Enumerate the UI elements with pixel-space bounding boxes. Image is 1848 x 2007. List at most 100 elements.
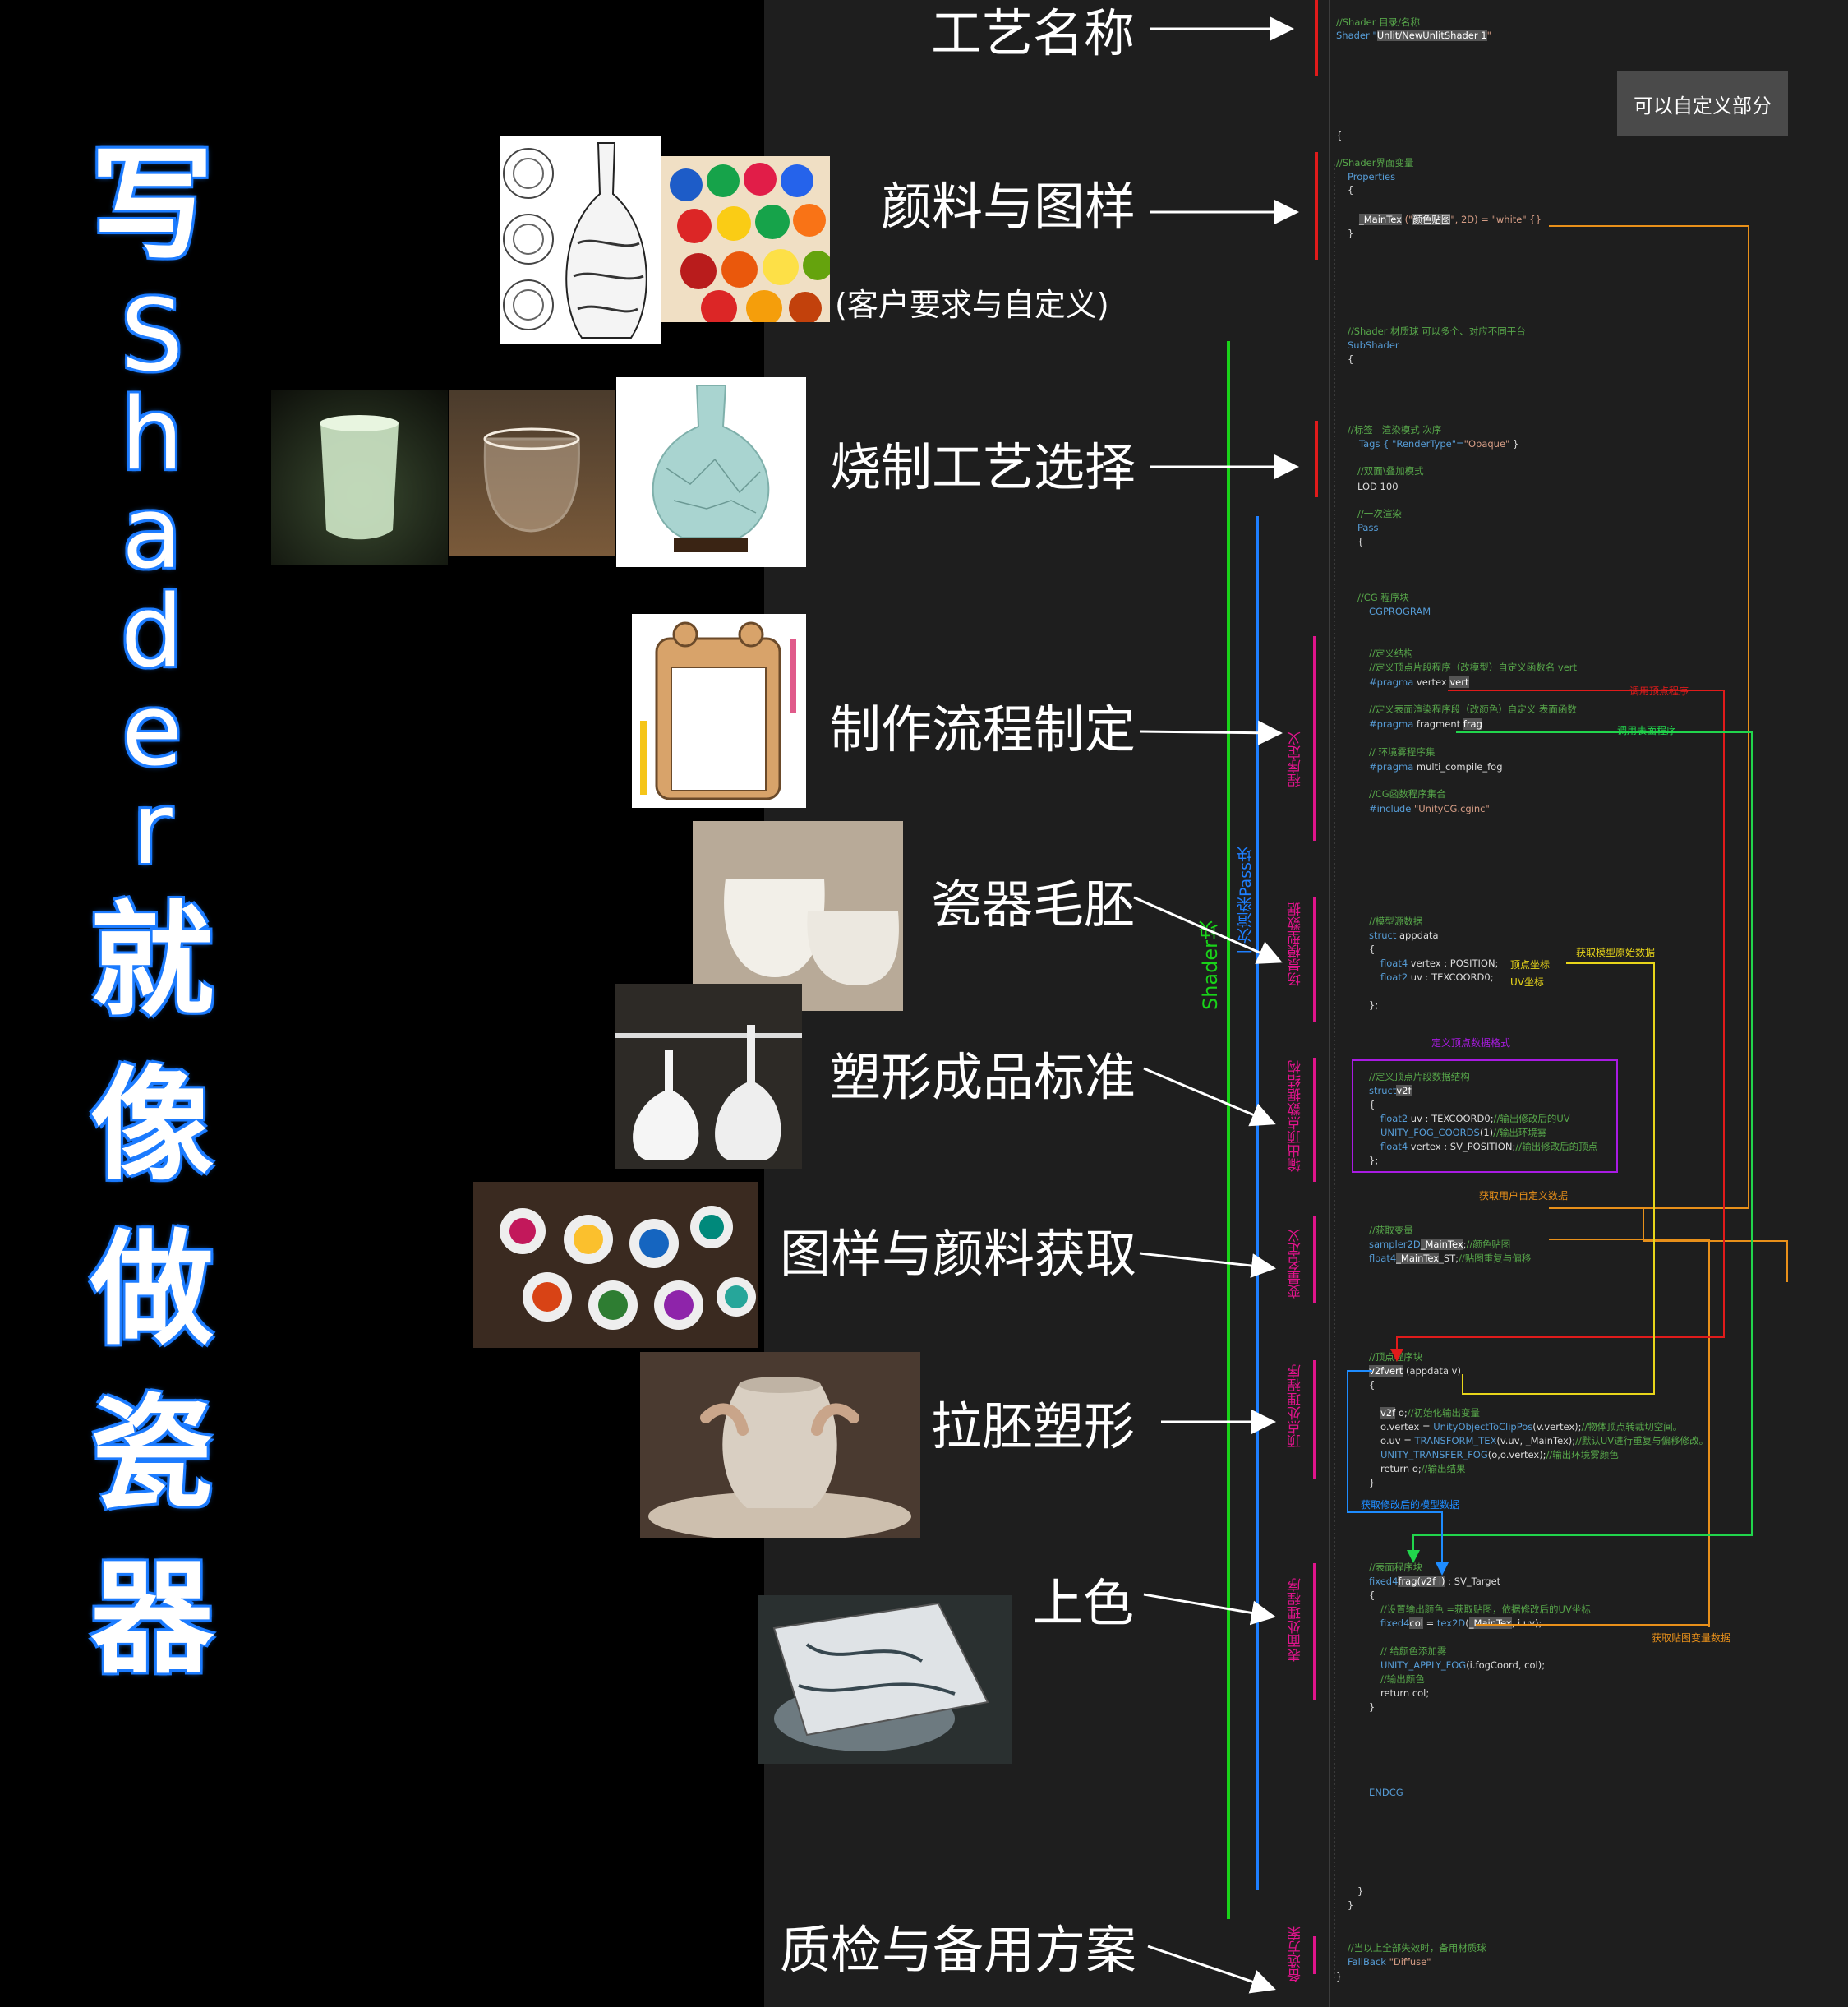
code-token: (i.fogCoord, col); — [1466, 1659, 1546, 1671]
orange-connector — [1549, 1239, 1710, 1627]
code-token: , i.uv); — [1511, 1617, 1542, 1629]
code-line: //Shader 材质球 可以多个、对应不同平台 — [1348, 325, 1526, 337]
step-label: 拉胚塑形 — [931, 1396, 1136, 1456]
code-token: //颜色贴图 — [1466, 1239, 1511, 1250]
title-char: S — [120, 279, 184, 394]
arrow — [1143, 1593, 1276, 1626]
code-token: fixed4 — [1369, 1576, 1399, 1587]
code-token: UnityObjectToClipPos — [1433, 1421, 1533, 1433]
code-line: } — [1348, 228, 1354, 239]
code-token: = — [1422, 1617, 1437, 1629]
code-line: } — [1369, 1477, 1376, 1488]
title-char: 做 — [90, 1219, 214, 1362]
code-line: FallBack "Diffuse" — [1348, 1956, 1431, 1968]
code-token: Tags { "RenderType"= — [1359, 438, 1464, 450]
code-line: { — [1348, 353, 1354, 365]
code-token: _MainTex — [1359, 214, 1402, 225]
code-token: vert — [1384, 1365, 1403, 1377]
step-label: 烧制工艺选择 — [830, 437, 1136, 497]
code-line: Shader "Unlit/NewUnlitShader 1" — [1336, 30, 1491, 41]
code-token: tex2D — [1436, 1617, 1466, 1629]
code-token: } — [1509, 438, 1519, 450]
title-char: 瓷 — [90, 1383, 214, 1526]
code-line: { — [1369, 1379, 1376, 1391]
title-char: d — [120, 575, 184, 690]
code-token: (1) — [1479, 1127, 1494, 1138]
code-line: //定义表面渲染程序段（改颜色）自定义 表面函数 — [1369, 704, 1577, 715]
code-line: #include "UnityCG.cginc" — [1369, 803, 1490, 814]
annotation: 顶点坐标 — [1510, 959, 1551, 971]
code-line: //获取变量 — [1369, 1225, 1413, 1236]
code-line: return o;//输出结果 — [1380, 1463, 1466, 1474]
code-line: //CG函数程序集合 — [1369, 788, 1446, 800]
code-token: float4 — [1380, 1141, 1408, 1152]
code-line: struct appdata — [1369, 930, 1439, 941]
code-line: o.uv = TRANSFORM_TEX(v.uv, _MainTex);//默… — [1380, 1435, 1708, 1446]
code-line: #pragma vertex vert — [1369, 676, 1469, 688]
title-char: 像 — [90, 1054, 214, 1197]
customizable-note: 可以自定义部分 — [1617, 71, 1788, 136]
code-token: v2f — [1369, 1365, 1385, 1377]
white-vases-icon — [615, 984, 802, 1169]
code-token: v2f — [1380, 1407, 1396, 1419]
code-token: float2 — [1380, 1113, 1408, 1124]
step-label: 工艺名称 — [931, 3, 1136, 63]
code-line: UNITY_FOG_COORDS(1)//输出环境雾 — [1380, 1128, 1546, 1138]
code-token: _MainTex — [1420, 1239, 1463, 1250]
code-token: v2f — [1396, 1085, 1412, 1096]
code-line: } — [1357, 1885, 1364, 1897]
code-line: SubShader — [1348, 339, 1399, 351]
code-line: Tags { "RenderType"="Opaque" } — [1359, 438, 1519, 450]
step-sublabel: (客户要求与自定义) — [835, 287, 1109, 323]
arrow — [1143, 1067, 1276, 1127]
code-line: } — [1348, 1899, 1354, 1911]
code-token: o.uv = — [1380, 1435, 1415, 1446]
code-line: }; — [1369, 1155, 1379, 1166]
code-line: Pass — [1357, 522, 1379, 533]
code-token: uv : TEXCOORD0; — [1408, 1113, 1494, 1124]
code-token: "UnityCG.cginc" — [1411, 803, 1490, 814]
code-line: structv2f — [1369, 1085, 1412, 1096]
code-token: (o,o.vertex); — [1487, 1449, 1546, 1460]
code-token: col — [1409, 1617, 1423, 1629]
code-token: _MainTex — [1468, 1617, 1512, 1629]
code-token: (v.vertex); — [1532, 1421, 1582, 1433]
step-label: 上色 — [1032, 1573, 1135, 1633]
code-token: struct — [1369, 930, 1397, 941]
code-token: #pragma — [1369, 761, 1414, 773]
code-token: ; — [1463, 1239, 1467, 1250]
celadon-cup-icon — [271, 390, 448, 565]
yellow-connector — [1462, 962, 1655, 1395]
step-label: 制作流程制定 — [830, 699, 1136, 759]
arrow — [1139, 1252, 1276, 1278]
code-line: #pragma fragment frag — [1369, 718, 1482, 730]
code-line: //标签 渲染模式 次序 — [1348, 424, 1442, 436]
code-token: //输出结果 — [1421, 1463, 1466, 1474]
code-token: ( — [1465, 1617, 1469, 1629]
code-line: float2 uv : TEXCOORD0;//输出修改后的UV — [1380, 1114, 1570, 1124]
blue-connector — [1347, 1370, 1449, 1576]
code-token: vertex — [1413, 676, 1450, 688]
annotation: 获取修改后的模型数据 — [1361, 1499, 1460, 1511]
code-line: { — [1357, 536, 1364, 547]
code-line: o.vertex = UnityObjectToClipPos(v.vertex… — [1380, 1421, 1683, 1433]
step-label: 塑形成品标准 — [830, 1047, 1136, 1107]
code-line: float4 vertex : POSITION; — [1380, 958, 1498, 969]
code-line: //定义顶点片段程序（改模型）自定义函数名 vert — [1369, 662, 1578, 673]
orange-connector — [1643, 1208, 1788, 1282]
annotation: 获取模型原始数据 — [1576, 947, 1656, 958]
code-token: return o; — [1380, 1463, 1422, 1474]
code-token: : SV_Target — [1445, 1576, 1501, 1587]
code-line: UNITY_APPLY_FOG(i.fogCoord, col); — [1380, 1659, 1546, 1671]
annotation: 调用表面程序 — [1617, 725, 1677, 736]
code-token: frag — [1398, 1576, 1417, 1587]
annotation: 获取用户自定义数据 — [1479, 1190, 1569, 1202]
code-token: //物体顶点转裁切空间。 — [1581, 1421, 1683, 1433]
code-token: #pragma — [1369, 718, 1414, 730]
clipboard-icon — [632, 614, 806, 808]
annotation: UV坐标 — [1510, 976, 1544, 988]
code-token: fragment — [1413, 718, 1463, 730]
code-token: FallBack — [1348, 1956, 1389, 1968]
code-line: //Shader界面变量 — [1336, 157, 1414, 168]
code-token: //初始化输出变量 — [1407, 1407, 1480, 1419]
